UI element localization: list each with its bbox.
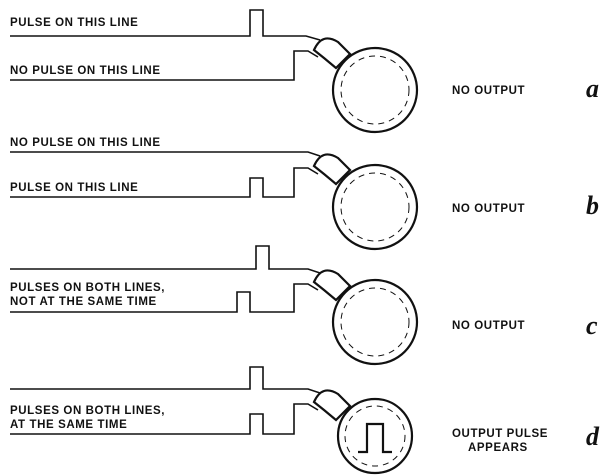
line1-label: PULSE ON THIS LINE	[10, 17, 138, 29]
line2-label: PULSES ON BOTH LINES, AT THE SAME TIME	[10, 405, 169, 431]
tube	[312, 153, 419, 251]
output-label: NO OUTPUT	[452, 203, 525, 215]
panel-letter: a	[586, 74, 599, 103]
panel-a: PULSE ON THIS LINE NO PULSE ON THIS LINE…	[10, 9, 599, 134]
line2-label: PULSES ON BOTH LINES, NOT AT THE SAME TI…	[10, 282, 169, 308]
input-line-1	[10, 245, 321, 274]
panel-letter: b	[586, 191, 599, 220]
tube	[312, 269, 419, 366]
panel-letter: c	[586, 311, 598, 340]
panel-d: PULSES ON BOTH LINES, AT THE SAME TIME O…	[10, 366, 600, 475]
input-line-1	[10, 9, 321, 41]
input-line-2	[10, 167, 319, 198]
output-pulse-trace	[358, 422, 392, 454]
input-line-2	[10, 283, 319, 313]
input-line-1	[10, 151, 321, 157]
line2-label: NO PULSE ON THIS LINE	[10, 65, 161, 77]
panel-letter: d	[586, 422, 600, 451]
output-label: OUTPUT PULSE APPEARS	[452, 428, 552, 454]
panel-b: NO PULSE ON THIS LINE PULSE ON THIS LINE…	[10, 137, 599, 251]
line2-label: PULSE ON THIS LINE	[10, 182, 138, 194]
input-line-1	[10, 366, 321, 394]
input-line-2	[10, 50, 319, 81]
line1-label: NO PULSE ON THIS LINE	[10, 137, 161, 149]
output-label: NO OUTPUT	[452, 85, 525, 97]
tube	[312, 389, 414, 475]
output-label: NO OUTPUT	[452, 320, 525, 332]
tube	[312, 37, 419, 134]
panel-c: PULSES ON BOTH LINES, NOT AT THE SAME TI…	[10, 245, 598, 366]
input-line-2	[10, 403, 319, 435]
